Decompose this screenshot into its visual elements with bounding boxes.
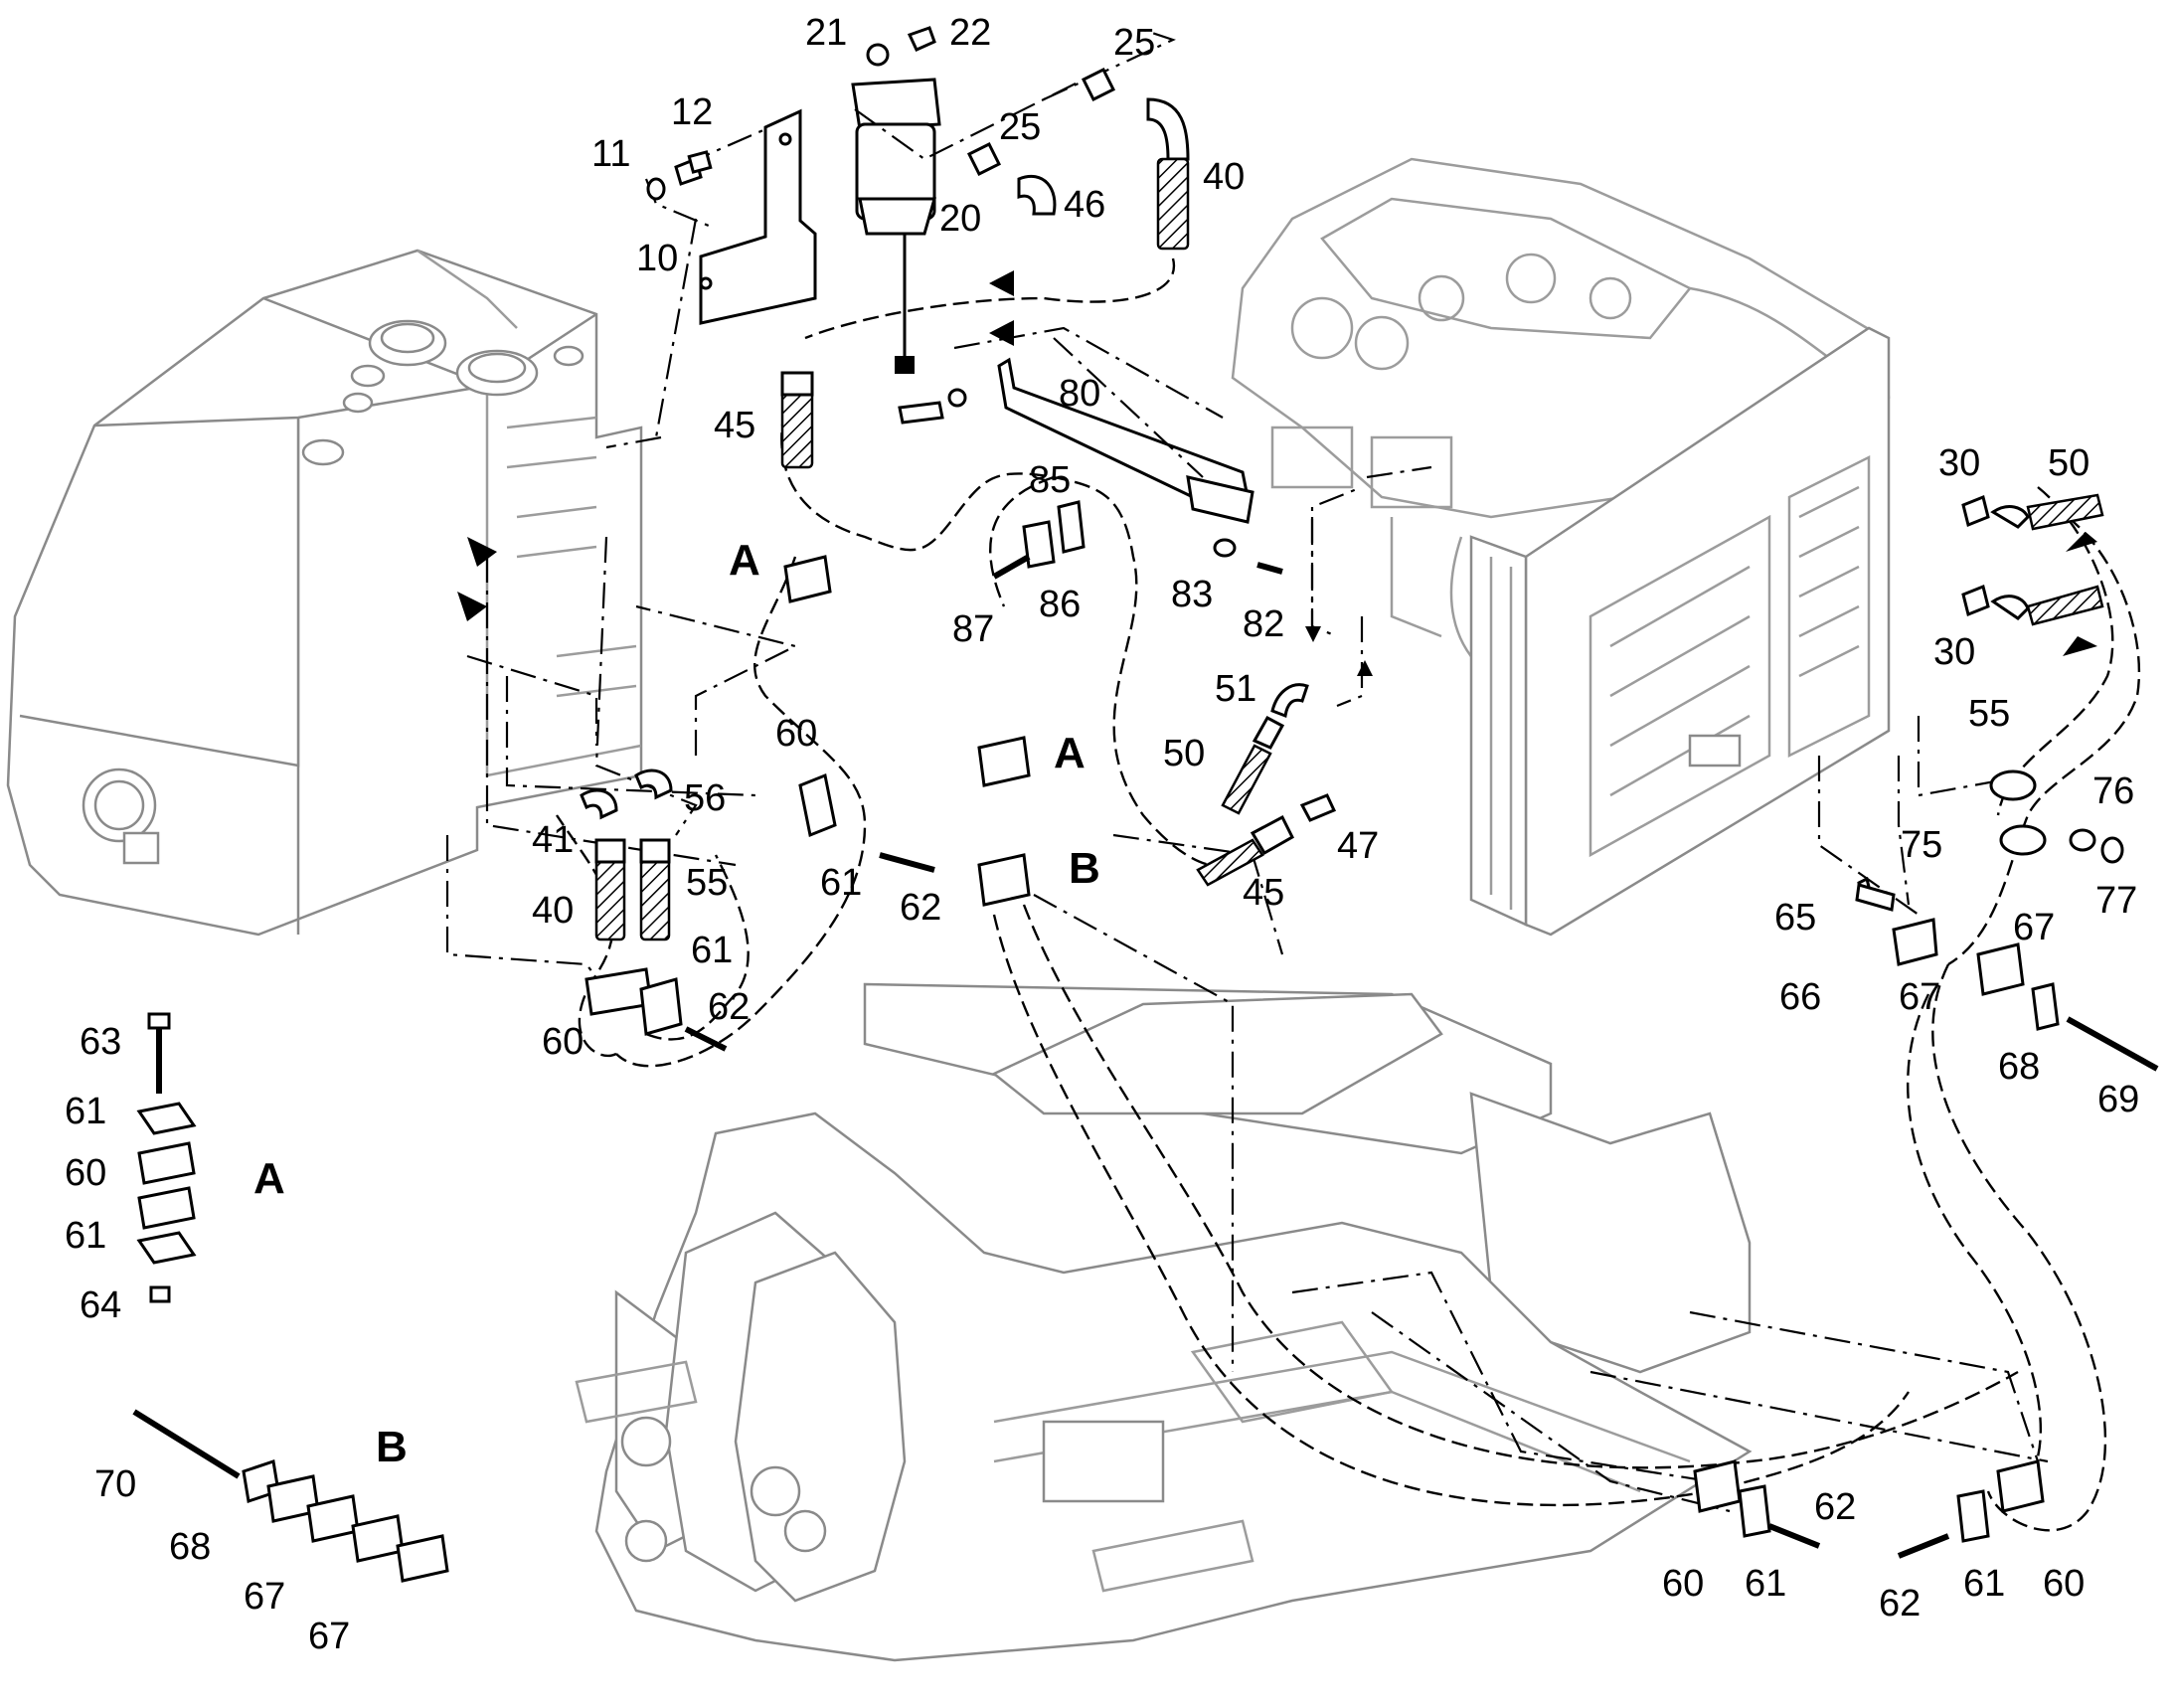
hose-clamp-icon (585, 500, 2159, 1559)
detail-b-title: B (376, 1423, 408, 1471)
label-64: 64 (80, 1284, 121, 1326)
label-25b: 25 (999, 106, 1041, 148)
label-41: 41 (532, 819, 574, 861)
label-75: 75 (1901, 824, 1942, 866)
detail-b-icon (132, 1409, 449, 1583)
fuel-tank-icon (6, 249, 643, 937)
chassis-frame-icon (575, 982, 1753, 1662)
flow-arrow-icon (457, 270, 2097, 676)
label-40b: 40 (532, 890, 574, 932)
label-62b: 62 (708, 986, 750, 1028)
label-51: 51 (1215, 668, 1256, 710)
label-25a: 25 (1113, 22, 1155, 64)
label-76: 76 (2092, 770, 2134, 812)
label-67b: 67 (2013, 907, 2055, 948)
label-66: 66 (1779, 976, 1821, 1018)
label-68a: 68 (1998, 1046, 2040, 1088)
label-61d: 61 (65, 1215, 106, 1257)
label-11: 11 (591, 133, 630, 175)
label-60e: 60 (2043, 1563, 2085, 1605)
label-55b: 55 (686, 862, 728, 904)
label-47: 47 (1337, 825, 1379, 867)
callout-b-1: B (1069, 844, 1100, 893)
label-56: 56 (684, 777, 726, 819)
label-67c: 67 (244, 1576, 285, 1618)
callout-a-2: A (1054, 729, 1086, 777)
callout-a-1: A (729, 536, 760, 585)
label-70: 70 (94, 1463, 136, 1505)
label-40a: 40 (1203, 156, 1245, 198)
label-85: 85 (1029, 459, 1071, 501)
label-50a: 50 (2048, 442, 2089, 484)
label-87: 87 (952, 608, 994, 650)
label-65: 65 (1774, 897, 1816, 939)
radiator-icon (1469, 326, 1891, 937)
label-80: 80 (1059, 373, 1100, 415)
label-68b: 68 (169, 1526, 211, 1568)
label-62a: 62 (900, 887, 941, 929)
label-86: 86 (1039, 584, 1081, 625)
label-30b: 30 (1933, 631, 1975, 673)
label-61a: 61 (820, 862, 862, 904)
fittings (580, 67, 2124, 941)
label-67d: 67 (308, 1616, 350, 1657)
label-50b: 50 (1163, 733, 1205, 774)
detail-a-icon (136, 1012, 197, 1303)
bracket-80-icon (898, 357, 1254, 524)
label-61c: 61 (65, 1091, 106, 1132)
label-55a: 55 (1968, 693, 2010, 735)
label-22: 22 (949, 12, 991, 54)
label-46: 46 (1064, 184, 1105, 226)
label-62c: 62 (1814, 1486, 1856, 1528)
label-10: 10 (636, 238, 678, 279)
label-69: 69 (2097, 1079, 2139, 1120)
label-45a: 45 (714, 405, 755, 446)
label-77: 77 (2095, 880, 2137, 922)
label-67a: 67 (1899, 976, 1940, 1018)
hose-routing (556, 257, 2141, 1532)
label-60c: 60 (65, 1152, 106, 1194)
label-61f: 61 (1963, 1563, 2005, 1605)
label-60b: 60 (542, 1021, 584, 1063)
fuel-filter-icon (699, 26, 941, 374)
label-61e: 61 (1745, 1563, 1786, 1605)
label-20: 20 (939, 198, 981, 240)
label-45b: 45 (1243, 872, 1284, 914)
label-21: 21 (805, 12, 847, 54)
label-83: 83 (1171, 574, 1213, 615)
label-82: 82 (1243, 603, 1284, 645)
detail-a-title: A (253, 1154, 285, 1203)
label-62d: 62 (1879, 1583, 1921, 1624)
label-12: 12 (671, 91, 713, 133)
label-61b: 61 (691, 930, 733, 971)
label-60a: 60 (775, 713, 817, 755)
label-60d: 60 (1662, 1563, 1704, 1605)
label-30a: 30 (1938, 442, 1980, 484)
label-63: 63 (80, 1021, 121, 1063)
